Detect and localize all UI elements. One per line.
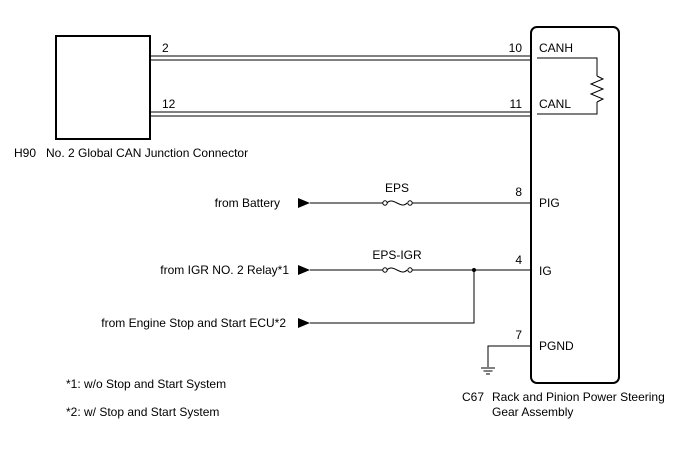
igr-arrow-icon — [298, 265, 310, 275]
c67-pin-num-pig: 8 — [515, 185, 522, 199]
eps-igr-fuse-icon — [382, 267, 413, 273]
h90-pin-canh: 2 — [162, 41, 169, 55]
pgnd-wire — [487, 345, 531, 367]
c67-pin-num-canl: 11 — [510, 97, 523, 111]
c67-pin-label-canl: CANL — [539, 97, 571, 111]
c67-code: C67 — [462, 390, 484, 404]
ground-icon — [481, 367, 495, 375]
eps-fuse-icon — [382, 200, 413, 206]
c67-name-line1: Rack and Pinion Power Steering — [492, 390, 665, 404]
engine-ecu-arrow-icon — [298, 318, 310, 328]
c67-assembly-box — [530, 26, 620, 384]
termination-resistor-icon — [537, 57, 605, 115]
input-battery-label: from Battery — [215, 196, 280, 210]
c67-pin-num-canh: 10 — [509, 41, 523, 55]
c67-pin-label-pgnd: PGND — [539, 339, 574, 353]
input-engine-ecu-label: from Engine Stop and Start ECU*2 — [101, 316, 286, 330]
footnote-2: *2: w/ Stop and Start System — [66, 405, 219, 419]
h90-code: H90 — [14, 146, 36, 160]
c67-pin-label-canh: CANH — [539, 41, 573, 55]
h90-name: No. 2 Global CAN Junction Connector — [46, 146, 248, 160]
fuse-eps-igr-label: EPS-IGR — [372, 248, 422, 262]
c67-pin-label-ig: IG — [539, 264, 552, 278]
footnote-1: *1: w/o Stop and Start System — [66, 377, 226, 391]
battery-arrow-icon — [298, 198, 310, 208]
h90-connector-box — [55, 35, 151, 140]
input-igr-relay-label: from IGR NO. 2 Relay*1 — [160, 263, 289, 277]
engine-ecu-wire — [310, 270, 475, 324]
fuse-eps-label: EPS — [385, 181, 409, 195]
c67-name-line2: Gear Assembly — [492, 405, 573, 419]
c67-pin-num-pgnd: 7 — [515, 328, 522, 342]
h90-pin-canl: 12 — [162, 97, 176, 111]
c67-pin-num-ig: 4 — [515, 253, 522, 267]
c67-pin-label-pig: PIG — [539, 196, 560, 210]
